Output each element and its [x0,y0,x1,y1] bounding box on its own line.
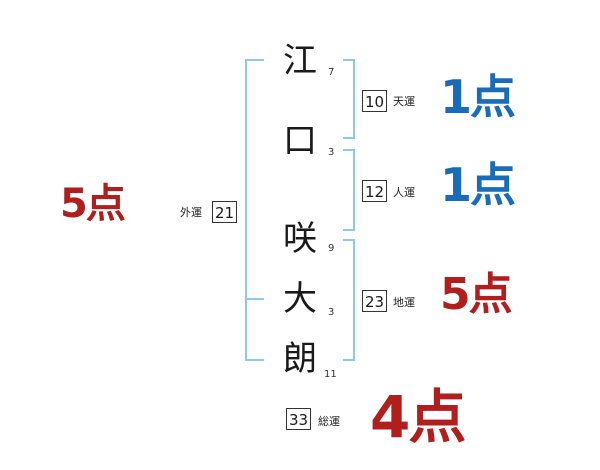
name-char-5: 朗 [283,339,317,379]
name-char-2: 口 [283,121,317,161]
stroke-count-3: 9 [328,243,335,254]
name-char-4: 大 [283,279,317,319]
stroke-count-1: 7 [328,67,335,78]
so-label: 総運 [318,415,340,428]
gai-label: 外運 [180,206,202,219]
jin-value-box: 12 [362,180,388,202]
ten-score: 1点 [440,70,516,124]
stroke-count-4: 3 [328,307,335,318]
gai-score: 5点 [60,181,126,227]
so-value-box: 33 [286,408,312,430]
stroke-count-2: 3 [328,147,335,158]
chi-score: 5点 [440,269,513,320]
gai-value-box: 21 [212,201,238,223]
chi-label: 地運 [393,296,415,309]
chi-value-box: 23 [362,290,388,312]
stroke-count-5: 11 [324,369,337,380]
ten-label: 天運 [393,95,415,108]
name-char-1: 江 [283,41,317,81]
ten-bracket [343,59,355,139]
jin-bracket [343,149,355,231]
so-score: 4点 [370,383,466,451]
jin-score: 1点 [440,158,516,212]
name-char-3: 咲 [283,219,317,259]
ten-value-box: 10 [362,90,388,112]
chi-bracket [343,239,355,361]
jin-label: 人運 [393,186,415,199]
outer-bracket [245,59,264,361]
